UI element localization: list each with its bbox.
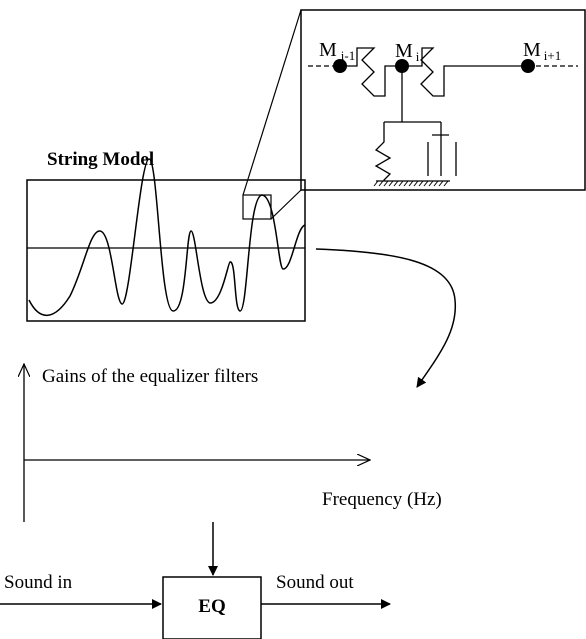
curved-flow-arrow bbox=[315, 248, 457, 388]
spring-right bbox=[402, 47, 528, 97]
zoom-selection-box bbox=[242, 194, 272, 220]
damper bbox=[427, 122, 457, 176]
string-waveform-box bbox=[26, 179, 306, 322]
mass-spring-chain bbox=[308, 47, 578, 187]
eq-label: EQ bbox=[198, 596, 225, 617]
zoom-line-top bbox=[242, 9, 302, 196]
eq-block bbox=[162, 576, 262, 639]
frequency-axis-label: Frequency (Hz) bbox=[322, 489, 442, 510]
mass-right-node bbox=[521, 59, 535, 73]
mass-left-node bbox=[333, 59, 347, 73]
mass-spring-panel bbox=[300, 9, 586, 191]
sound-out-label: Sound out bbox=[276, 572, 354, 593]
zoom-line-bottom bbox=[270, 189, 302, 220]
spring-left bbox=[340, 47, 402, 97]
ground-spring bbox=[374, 122, 392, 181]
mass-center-node bbox=[395, 59, 409, 73]
gain-axis-label: Gains of the equalizer filters bbox=[42, 366, 258, 387]
sound-in-label: Sound in bbox=[4, 572, 73, 593]
string-model-title: String Model bbox=[47, 149, 154, 170]
string-waveform bbox=[28, 158, 306, 317]
ground-hatch bbox=[373, 180, 449, 187]
support-stem bbox=[384, 66, 441, 123]
